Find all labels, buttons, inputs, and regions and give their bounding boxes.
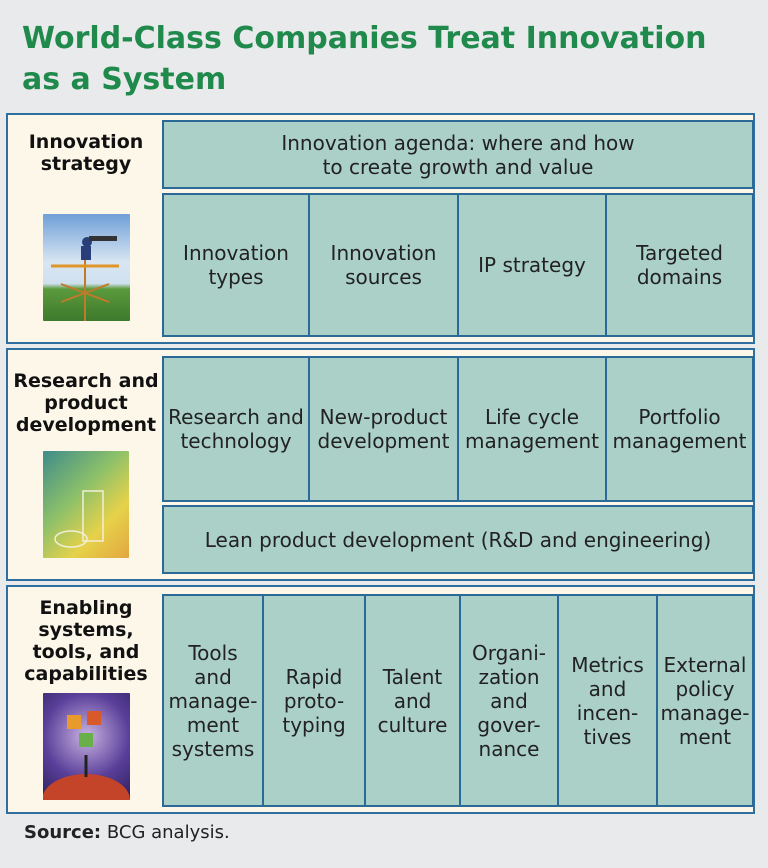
section-enabling-systems: Enabling systems, tools, and capabilitie… [6,585,755,826]
section-innovation-strategy: Innovation strategy Innovation agenda: w… [6,113,755,344]
section-label: Innovation strategy [28,131,144,175]
cell-innovation-sources: Innovation sources [308,193,459,337]
page-title: World-Class Companies Treat Innovation a… [22,21,707,97]
source-note: Source: BCG analysis. [24,822,230,843]
cell-organization-governance: Organi-zation and gover-nance [459,594,559,807]
section-label: Research and product development [13,370,159,436]
innovation-agenda-cell: Innovation agenda: where and how to crea… [162,120,754,189]
cell-targeted-domains: Targeted domains [605,193,754,337]
cell-innovation-types: Innovation types [162,193,310,337]
weathervane-illustration [43,214,130,321]
source-label: Source: [24,822,102,843]
lean-product-development-cell: Lean product development (R&D and engine… [162,505,754,574]
cell-metrics-incentives: Metrics and incen-tives [557,594,658,807]
lab-glassware-illustration [43,451,129,558]
cell-life-cycle-management: Life cycle management [457,356,607,502]
source-text: BCG analysis. [106,822,230,843]
cell-rapid-prototyping: Rapid proto-typing [262,594,366,807]
cell-external-policy-management: External policy manage-ment [656,594,754,807]
puzzle-juggler-illustration [42,693,130,826]
cell-new-product-development: New-product development [308,356,459,502]
section-label: Enabling systems, tools, and capabilitie… [24,597,148,685]
cell-talent-culture: Talent and culture [364,594,461,807]
cell-portfolio-management: Portfolio management [605,356,754,502]
cell-research-technology: Research and technology [162,356,310,502]
cell-tools-management-systems: Tools and manage-ment systems [162,594,264,807]
cell-ip-strategy: IP strategy [457,193,607,337]
section-research-product-development: Research and product development Researc… [6,348,755,581]
